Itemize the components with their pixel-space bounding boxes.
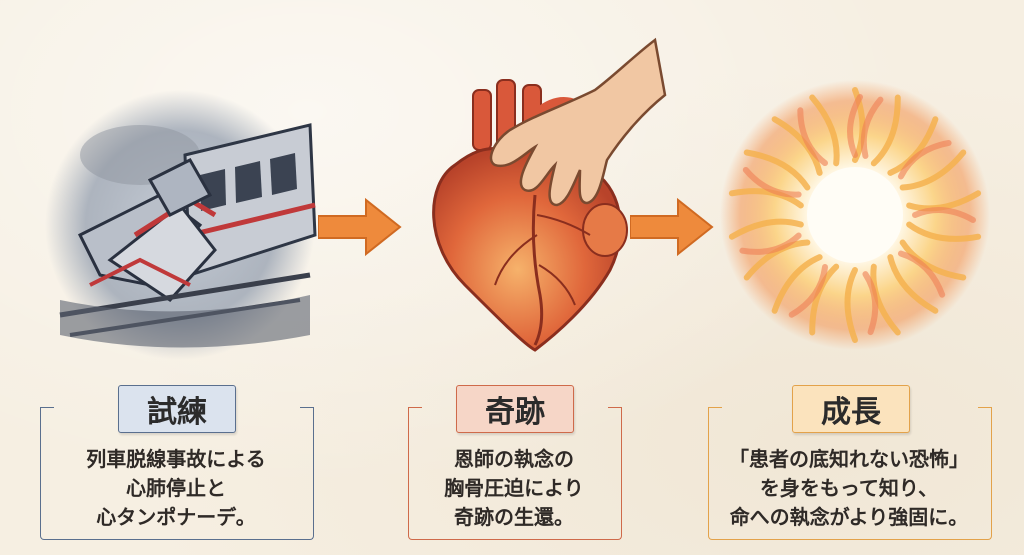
stage-3-line: 「患者の底知れない恐怖」 xyxy=(729,447,969,471)
stage-3-line: 命への執念がより強固に。 xyxy=(729,505,969,529)
stage-2-line: 胸骨圧迫により xyxy=(444,476,584,500)
stage-3-box xyxy=(708,407,992,540)
stage-1-line: 心肺停止と xyxy=(126,476,226,500)
stage-3-description: 「患者の底知れない恐怖」 を身をもって知り、 命への執念がより強固に。 xyxy=(708,445,990,532)
stage-1-box xyxy=(40,407,314,540)
arrow-icon xyxy=(318,197,402,257)
stage-2-line: 奇跡の生還。 xyxy=(454,505,574,529)
train-wreck-icon xyxy=(45,90,317,360)
stage-1-line: 心タンポナーデ。 xyxy=(96,505,256,529)
stage-2-line: 恩師の執念の xyxy=(454,447,574,471)
stage-3-label: 成長 xyxy=(792,385,910,433)
heart-with-hand-icon xyxy=(432,37,667,352)
stage-1-description: 列車脱線事故による 心肺停止と 心タンポナーデ。 xyxy=(40,445,312,532)
stage-2-box xyxy=(408,407,622,540)
sun-burst-icon xyxy=(720,80,990,350)
stage-1-line: 列車脱線事故による xyxy=(86,447,266,471)
arrow-icon xyxy=(630,197,714,257)
stage-2-description: 恩師の執念の 胸骨圧迫により 奇跡の生還。 xyxy=(408,445,620,532)
stage-3-line: を身をもって知り、 xyxy=(759,476,939,500)
stage-1-label: 試練 xyxy=(118,385,236,433)
stage-2-label: 奇跡 xyxy=(456,385,574,433)
